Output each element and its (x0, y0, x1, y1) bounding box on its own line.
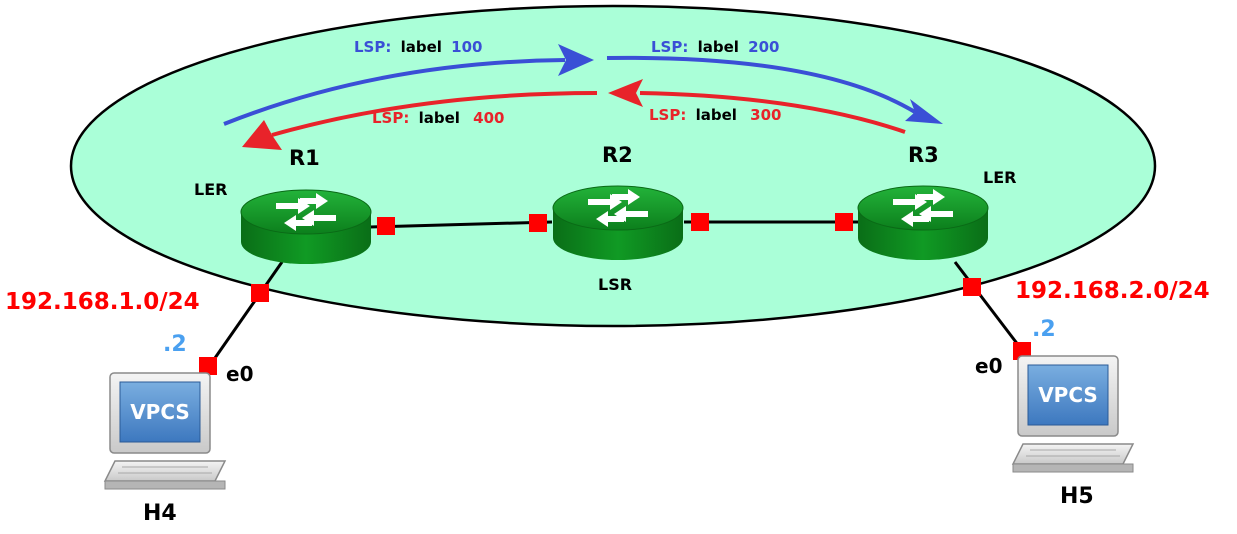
lsp-arrowhead-300 (608, 79, 643, 107)
lsp-arrowhead-200 (905, 99, 943, 124)
vpcs-host-icon (1011, 355, 1135, 473)
router-r1-name: R1 (289, 146, 320, 170)
lsp-label-200: LSP: label 200 (651, 38, 779, 56)
lsp-arrowhead-400 (242, 120, 282, 150)
router-r2-name: R2 (602, 143, 633, 167)
links (206, 220, 1024, 369)
network-right-label: 192.168.2.0/24 (1015, 278, 1210, 304)
h5-ip-suffix: .2 (1032, 317, 1056, 342)
host-h4: VPCS (103, 372, 227, 490)
port-r3-west (835, 213, 853, 231)
port-r1-east (377, 217, 395, 235)
router-r3 (857, 185, 989, 260)
port-r2-east (691, 213, 709, 231)
host-h5-name: H5 (1060, 484, 1094, 509)
vpcs-host-icon (103, 372, 227, 490)
router-r3-name: R3 (908, 143, 939, 167)
lsp-arrow-forward-right (606, 55, 917, 114)
h5-screen-label: VPCS (1038, 383, 1098, 407)
h4-interface: e0 (226, 362, 253, 386)
link-r3-h5 (953, 261, 1024, 351)
router-r2 (552, 185, 684, 260)
network-left-label: 192.168.1.0/24 (5, 289, 200, 315)
link-r1-h4 (206, 261, 284, 369)
h4-ip-suffix: .2 (163, 332, 187, 357)
port-r3-south (963, 278, 981, 296)
router-r1-role: LER (194, 180, 227, 199)
h4-screen-label: VPCS (130, 400, 190, 424)
host-h5: VPCS (1011, 355, 1135, 473)
host-h4-name: H4 (143, 501, 177, 526)
lsp-label-300: LSP: label 300 (649, 106, 781, 124)
lsp-arrow-forward-left (223, 58, 566, 126)
link-r1-r2 (369, 220, 553, 229)
port-h4-e0 (199, 357, 217, 375)
lsp-label-100: LSP: label 100 (354, 38, 482, 56)
h5-interface: e0 (975, 354, 1002, 378)
router-icon (240, 189, 372, 264)
router-r1 (240, 189, 372, 264)
lsp-arrows (223, 44, 943, 150)
port-markers (199, 213, 1031, 375)
router-r3-role: LER (983, 168, 1016, 187)
lsp-label-400: LSP: label 400 (372, 109, 504, 127)
port-r1-south (251, 284, 269, 302)
lsp-arrow-reverse-right (639, 91, 906, 134)
lsp-arrowhead-100 (558, 44, 594, 76)
router-r2-role: LSR (598, 275, 632, 294)
router-icon (857, 185, 989, 260)
router-icon (552, 185, 684, 260)
port-r2-west (529, 214, 547, 232)
lsp-arrow-reverse-left (271, 91, 598, 137)
